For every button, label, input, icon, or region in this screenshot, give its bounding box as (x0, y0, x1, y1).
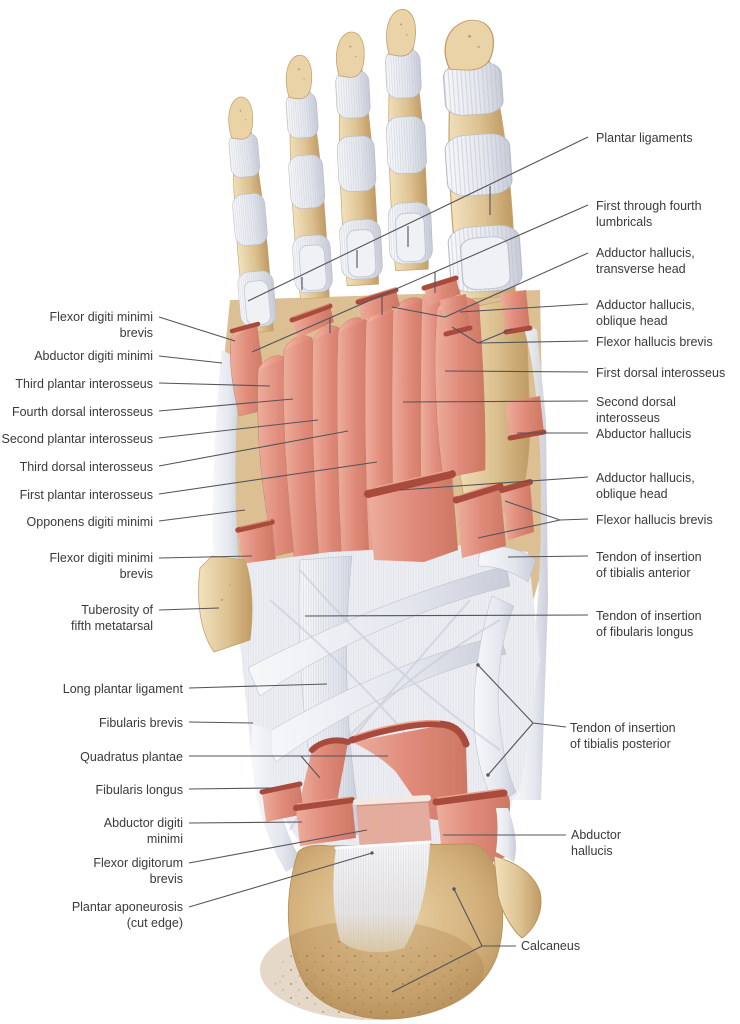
label-abductor-hallucis-upper: Abductor hallucis (596, 427, 692, 441)
label-plantar-aponeurosis: Plantar aponeurosis (cut edge) (71, 900, 183, 930)
label-first-dorsal-interosseus: First dorsal interosseus (596, 366, 726, 380)
muscle-stumps-middle (364, 469, 534, 562)
label-third-dorsal-interosseus: Third dorsal interosseus (19, 460, 153, 474)
label-tuberosity-fifth-metatarsal: Tuberosity of fifth metatarsal (71, 603, 153, 633)
label-flexor-digitorum-brevis: Flexor digitorum brevis (93, 856, 183, 886)
toes (221, 8, 525, 335)
label-adductor-hallucis-oblique-head-upper: Adductor hallucis, oblique head (596, 298, 695, 328)
label-adductor-hallucis-oblique-head-lower: Adductor hallucis, oblique head (596, 471, 695, 501)
label-abductor-digiti-minimi-lower: Abductor digiti minimi (103, 816, 183, 846)
label-third-plantar-interosseus: Third plantar interosseus (15, 377, 153, 391)
label-plantar-ligaments: Plantar ligaments (596, 131, 693, 145)
plantar-aponeurosis (333, 840, 432, 953)
label-flexor-digiti-minimi-brevis-upper: Flexor digiti minimi brevis (49, 310, 154, 340)
label-opponens-digiti-minimi: Opponens digiti minimi (26, 515, 153, 529)
label-tendon-fibularis-longus: Tendon of insertion of fibularis longus (596, 609, 702, 639)
label-quadratus-plantae: Quadratus plantae (80, 750, 183, 764)
label-calcaneus: Calcaneus (521, 939, 581, 953)
label-second-plantar-interosseus: Second plantar interosseus (1, 432, 153, 446)
label-fibularis-longus: Fibularis longus (95, 783, 183, 797)
label-fibularis-brevis: Fibularis brevis (98, 716, 183, 730)
label-flexor-hallucis-brevis-lower: Flexor hallucis brevis (596, 513, 713, 527)
label-fourth-dorsal-interosseus: Fourth dorsal interosseus (11, 405, 153, 419)
label-abductor-digiti-minimi-upper: Abductor digiti minimi (34, 349, 153, 363)
label-flexor-digiti-minimi-brevis-lower: Flexor digiti minimi brevis (49, 551, 154, 581)
label-lumbricals: First through fourth lumbricals (596, 199, 702, 229)
label-first-plantar-interosseus: First plantar interosseus (19, 488, 153, 502)
leader-lines (158, 136, 589, 993)
label-adductor-hallucis-transverse-head: Adductor hallucis, transverse head (596, 246, 695, 276)
quadratus-plantae (298, 719, 470, 820)
label-abductor-hallucis-lower: Abductor hallucis (571, 828, 622, 858)
label-second-dorsal-interosseus: Second dorsal interosseus (596, 395, 676, 425)
label-tendon-tibialis-posterior: Tendon of insertion of tibialis posterio… (570, 721, 676, 751)
label-long-plantar-ligament: Long plantar ligament (62, 682, 183, 696)
label-flexor-hallucis-brevis-upper: Flexor hallucis brevis (596, 335, 713, 349)
label-tendon-tibialis-anterior: Tendon of insertion of tibialis anterior (596, 550, 702, 580)
